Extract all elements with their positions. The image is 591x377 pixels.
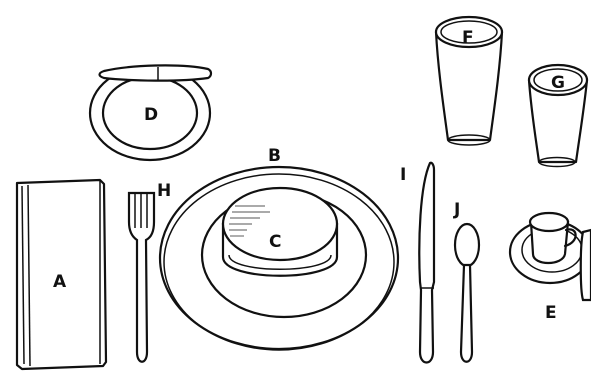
fork [129, 193, 154, 362]
label-h: H [157, 181, 171, 201]
label-e: E [545, 303, 557, 323]
label-f: F [462, 28, 474, 48]
label-i: I [400, 165, 406, 185]
label-j: J [453, 200, 460, 220]
label-a: A [53, 272, 67, 292]
cup-and-saucer [510, 213, 591, 300]
label-b: B [268, 146, 281, 166]
label-c: C [269, 232, 281, 252]
label-g: G [551, 73, 565, 93]
spoon [455, 224, 479, 362]
knife [419, 163, 434, 363]
label-d: D [144, 105, 158, 125]
